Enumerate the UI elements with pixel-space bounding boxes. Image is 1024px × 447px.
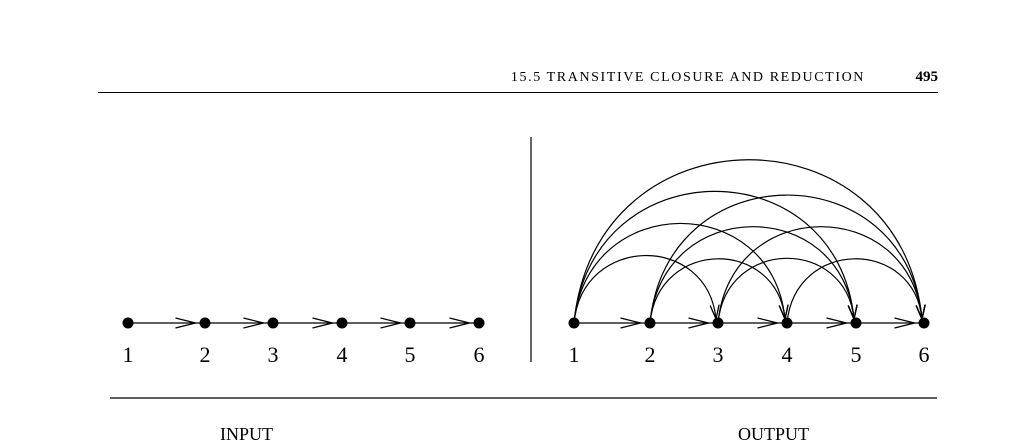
output-node-label-5: 5 [851, 342, 862, 367]
output-node-1 [568, 317, 580, 329]
arrowhead [757, 317, 778, 329]
output-edge-3-6 [717, 226, 923, 324]
input-node-3 [267, 317, 279, 329]
arrowhead [243, 317, 264, 329]
input-node-4 [336, 317, 348, 329]
page-number: 495 [915, 69, 939, 85]
arrowhead [826, 317, 847, 329]
output-edge-1-3 [573, 254, 717, 324]
input-node-6 [473, 317, 485, 329]
output-node-label-3: 3 [713, 342, 724, 367]
input-graph: 1 2 3 4 5 6 [122, 317, 485, 367]
output-node-label-2: 2 [645, 342, 656, 367]
arrowhead [620, 317, 641, 329]
output-graph: 1 2 3 4 5 6 [568, 159, 930, 367]
output-node-4 [781, 317, 793, 329]
arrowhead [894, 317, 915, 329]
input-node-label-4: 4 [337, 342, 348, 367]
output-node-5 [850, 317, 862, 329]
arrowhead [175, 317, 196, 329]
output-node-label-4: 4 [782, 342, 793, 367]
output-edge-4-6 [786, 258, 923, 324]
running-head: 15.5 TRANSITIVE CLOSURE AND REDUCTION 49… [98, 66, 938, 93]
input-node-label-5: 5 [405, 342, 416, 367]
arrowhead [688, 317, 709, 329]
input-caption: INPUT [220, 424, 273, 444]
output-node-label-6: 6 [919, 342, 930, 367]
output-edge-3-5 [717, 257, 855, 324]
output-edge-1-5 [573, 190, 855, 324]
output-edge-2-5 [649, 226, 855, 324]
arrowhead [449, 317, 470, 329]
arrowhead [380, 317, 401, 329]
input-node-5 [404, 317, 416, 329]
output-node-2 [644, 317, 656, 329]
output-node-6 [918, 317, 930, 329]
input-node-2 [199, 317, 211, 329]
input-node-1 [122, 317, 134, 329]
input-node-label-6: 6 [474, 342, 485, 367]
section-title: 15.5 TRANSITIVE CLOSURE AND REDUCTION [510, 70, 865, 85]
output-node-3 [712, 317, 724, 329]
input-node-label-1: 1 [123, 342, 134, 367]
arrowhead [312, 317, 333, 329]
output-edge-1-4 [573, 222, 786, 324]
output-node-label-1: 1 [569, 342, 580, 367]
output-edge-1-6 [573, 159, 923, 324]
input-node-label-2: 2 [200, 342, 211, 367]
output-edge-2-4 [649, 258, 786, 324]
output-edge-2-6 [649, 194, 923, 324]
output-caption: OUTPUT [738, 424, 809, 444]
input-node-label-3: 3 [268, 342, 279, 367]
